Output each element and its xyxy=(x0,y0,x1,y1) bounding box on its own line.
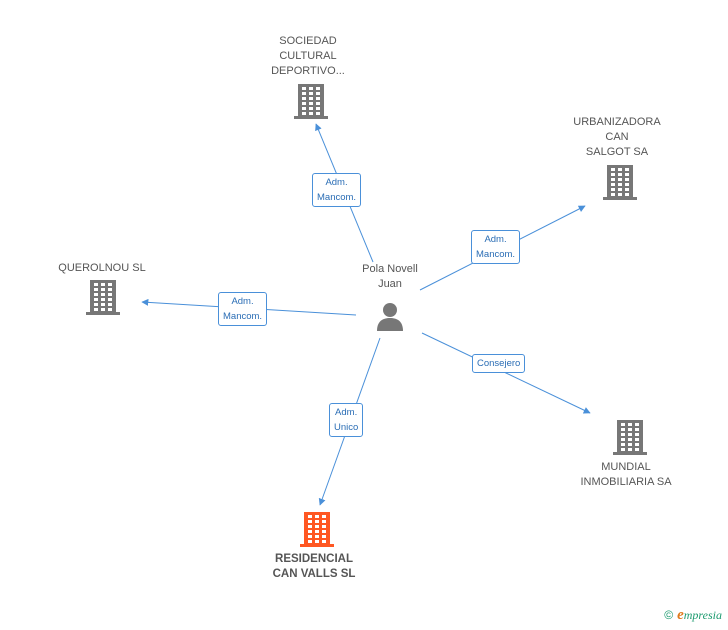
company-label-sociedad[interactable]: SOCIEDAD CULTURAL DEPORTIVO... xyxy=(271,35,345,77)
building-icon[interactable] xyxy=(86,280,120,321)
edge-mundial xyxy=(421,332,591,414)
person-name[interactable]: Pola Novell Juan xyxy=(362,263,418,290)
building-icon[interactable] xyxy=(294,84,328,125)
relation-label-querolnou: Adm. Mancom. xyxy=(218,292,268,326)
brand-initial: e xyxy=(677,607,684,623)
building-icon[interactable] xyxy=(603,165,637,206)
brand-name: mpresia xyxy=(683,608,722,622)
relation-label-urbanizadora: Adm. Mancom. xyxy=(471,230,521,264)
company-label-mundial[interactable]: MUNDIAL INMOBILIARIA SA xyxy=(580,461,672,488)
company-label-querolnou[interactable]: QUEROLNOU SL xyxy=(58,262,146,274)
building-icon[interactable] xyxy=(300,512,334,553)
company-label-urbanizadora[interactable]: URBANIZADORA CAN SALGOT SA xyxy=(573,116,661,158)
relation-label-sociedad: Adm. Mancom. xyxy=(312,173,362,207)
building-icon[interactable] xyxy=(613,420,647,461)
footer-brand: ©empresia xyxy=(664,607,722,624)
copyright-symbol: © xyxy=(664,608,674,622)
relation-label-mundial: Consejero xyxy=(472,354,526,373)
relation-label-residencial: Adm. Unico xyxy=(329,403,364,437)
company-label-residencial[interactable]: RESIDENCIAL CAN VALLS SL xyxy=(272,553,356,580)
person-icon[interactable] xyxy=(375,301,405,331)
